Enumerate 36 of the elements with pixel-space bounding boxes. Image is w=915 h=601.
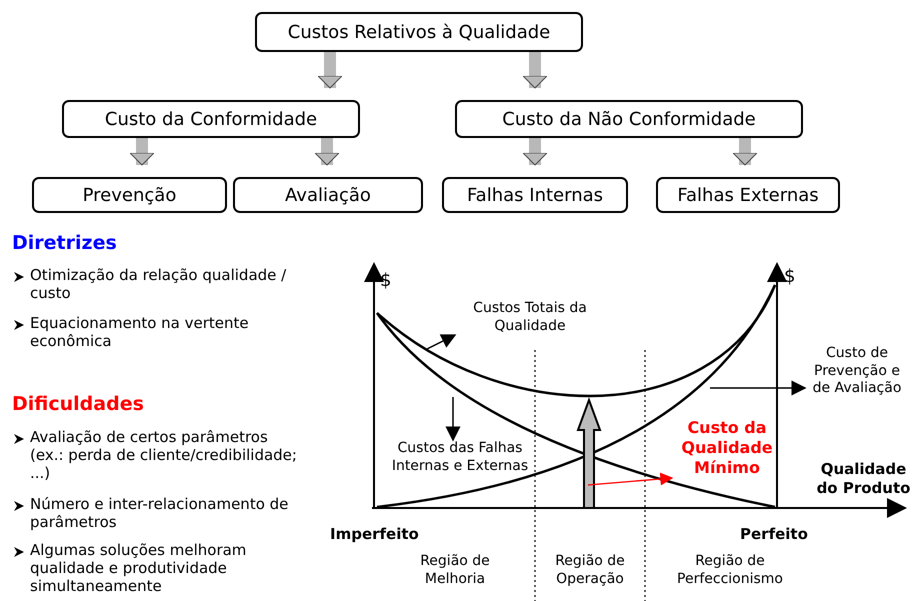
section-heading: Diretrizes xyxy=(12,232,118,256)
axis-label: Qualidade do Produto xyxy=(816,460,912,498)
bullet-text: Otimização da relação qualidade / custo xyxy=(30,266,288,302)
region-label: Região de Melhoria xyxy=(419,553,491,588)
bullet-text: Número e inter-relacionamento de parâmetros xyxy=(30,495,290,531)
leader-arrow xyxy=(446,397,460,442)
block-arrow xyxy=(522,52,548,88)
leader-arrow xyxy=(588,472,674,486)
curve-label: Custos das Falhas Internas e Externas xyxy=(375,440,545,475)
curve-label: Custo de Prevenção e de Avaliação xyxy=(805,345,909,398)
section-heading: Dificuldades xyxy=(12,393,145,417)
bullet-text: Equacionamento na vertente econômica xyxy=(30,314,250,350)
block-arrow xyxy=(130,138,154,166)
cost-category-box: Custo da Não Conformidade xyxy=(455,100,803,138)
leader-arrow xyxy=(426,334,456,350)
bullet-text: Algumas soluções melhoram qualidade e produtividade simultaneamente xyxy=(30,541,248,595)
block-arrow xyxy=(314,138,340,166)
cost-category-box: Custos Relativos à Qualidade xyxy=(255,12,583,52)
cost-category-box: Custo da Conformidade xyxy=(62,100,360,138)
cost-category-box: Prevenção xyxy=(32,177,227,213)
axis-label: $ xyxy=(380,270,392,292)
cost-category-box: Avaliação xyxy=(233,177,423,213)
bullet-text: Avaliação de certos parâmetros (ex.: perda de cliente/credibilidade; ...) xyxy=(30,428,298,482)
block-arrow xyxy=(318,52,342,88)
curve-label: Custos Totais da Qualidade xyxy=(455,300,605,335)
region-label: Região de Perfeccionismo xyxy=(676,553,784,588)
axis-label: Imperfeito xyxy=(330,525,420,544)
region-label: Região de Operação xyxy=(554,553,626,588)
block-arrow xyxy=(522,138,548,166)
curve-label: Custo da Qualidade Mínimo xyxy=(672,418,782,478)
axis-label: $ xyxy=(784,266,796,288)
leader-arrow xyxy=(710,380,806,396)
cost-category-box: Falhas Externas xyxy=(656,177,840,213)
axis-label: Perfeito xyxy=(740,525,809,544)
cost-category-box: Falhas Internas xyxy=(442,177,628,213)
block-arrow xyxy=(732,138,758,166)
